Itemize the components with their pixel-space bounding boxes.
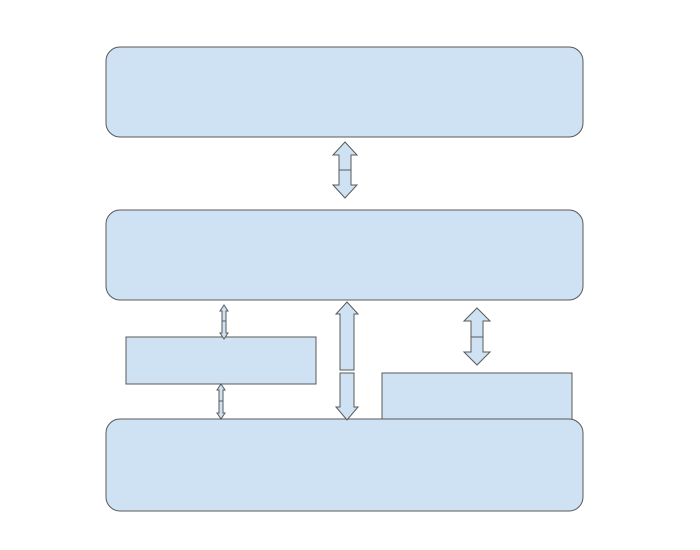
- middle-block: [105, 209, 584, 301]
- bottom-block: [105, 418, 584, 512]
- arrow-middle-to-bottom: [334, 301, 360, 421]
- arrow-top-to-middle: [331, 141, 359, 199]
- arrow-middle-to-left-block: [219, 304, 229, 340]
- arrow-left-block-to-bottom: [216, 383, 226, 420]
- right-small-block: [381, 372, 573, 424]
- arrow-middle-to-right-block: [462, 307, 492, 366]
- top-block: [105, 46, 584, 138]
- left-small-block: [125, 336, 317, 385]
